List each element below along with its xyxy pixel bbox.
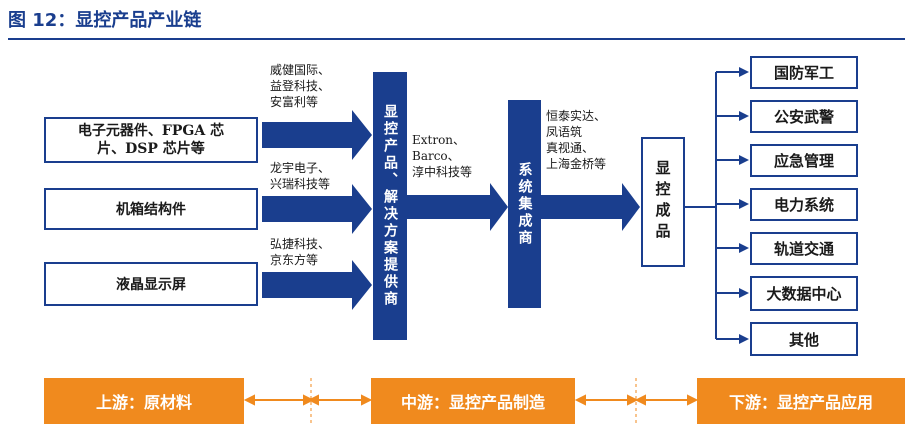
figure-title: 图 12：显控产品产业链 (8, 10, 202, 31)
stage-dividers (310, 378, 637, 424)
app-datacenter: 大数据中心 (750, 276, 858, 311)
manufacturer-note: Extron、Barco、淳中科技等 (412, 133, 473, 179)
integrator-note: 恒泰实达、凤语筑真视通、上海金桥等 (546, 109, 607, 171)
supplier-note-components: 威健国际、益登科技、安富利等 (270, 63, 331, 109)
stage-downstream: 下游：显控产品应用 (697, 378, 905, 424)
system-integrator-label: 系统集成商 (516, 161, 533, 247)
app-power: 电力系统 (750, 188, 858, 221)
mid-arrow (407, 183, 508, 231)
system-integrator-bar: 系统集成商 (508, 100, 541, 308)
app-emergency: 应急管理 (750, 144, 858, 177)
supplier-note-chassis: 龙宇电子、兴瑞科技等 (270, 161, 331, 191)
integrator-arrow (540, 183, 640, 231)
stage-upstream: 上游：原材料 (44, 378, 244, 424)
solution-provider-bar: 显控产品、解决方案提供商 (373, 72, 407, 340)
title-underline (8, 38, 905, 40)
input-box-chassis: 机箱结构件 (44, 188, 258, 230)
tree-branches (716, 71, 739, 340)
app-defense: 国防军工 (750, 56, 858, 89)
product-box: 显控成品 (641, 137, 685, 267)
input-arrow-1 (262, 110, 372, 160)
input-box-components: 电子元器件、FPGA 芯片、DSP 芯片等 (44, 117, 258, 163)
app-public-security: 公安武警 (750, 100, 858, 133)
stage-midstream: 中游：显控产品制造 (371, 378, 575, 424)
stage-connectors (243, 394, 699, 406)
input-arrow-2 (262, 184, 372, 234)
supplier-note-lcd: 弘捷科技、京东方等 (270, 237, 331, 267)
app-other: 其他 (750, 322, 858, 356)
product-label: 显控成品 (653, 160, 672, 244)
input-arrow-3 (262, 260, 372, 310)
branch-arrowheads (739, 67, 749, 77)
solution-provider-label: 显控产品、解决方案提供商 (382, 104, 398, 308)
app-rail: 轨道交通 (750, 232, 858, 265)
input-box-lcd: 液晶显示屏 (44, 262, 258, 306)
